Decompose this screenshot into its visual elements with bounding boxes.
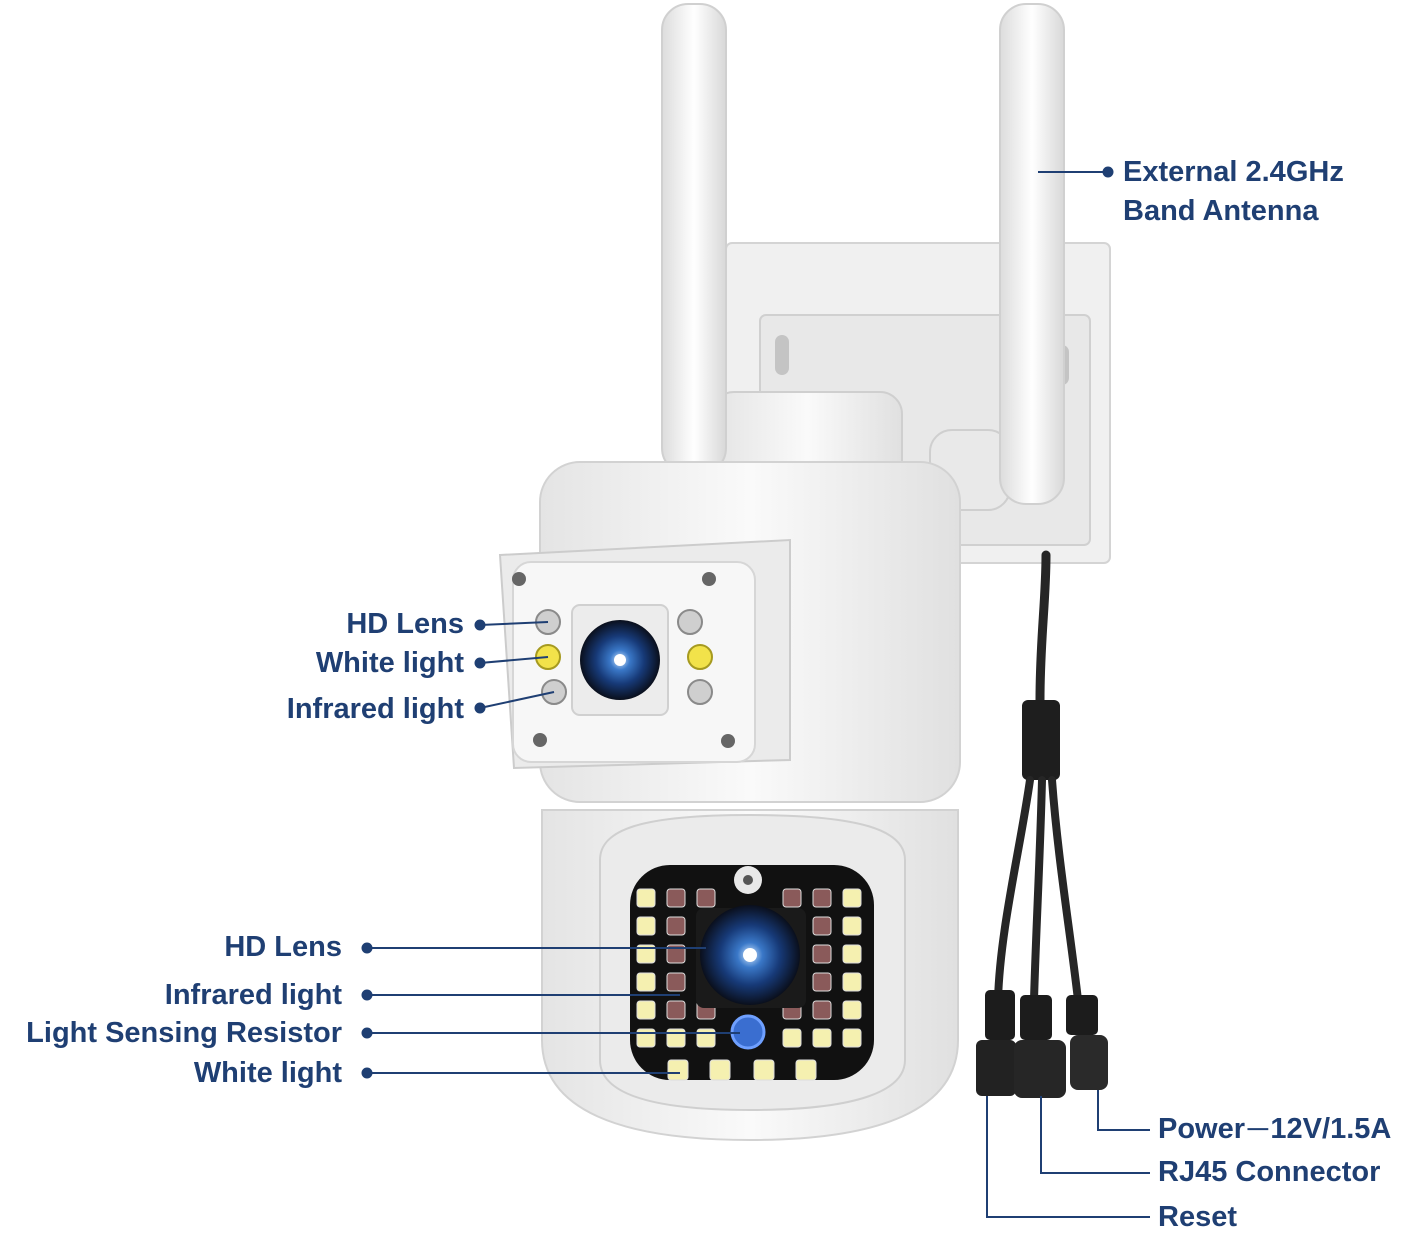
- white-led: [636, 916, 656, 936]
- label-rj45-connector: RJ45 Connector: [1158, 1156, 1381, 1188]
- white-led: [842, 944, 862, 964]
- white-led: [842, 972, 862, 992]
- white-led: [636, 888, 656, 908]
- label-bottom-infrared-light: Infrared light: [164, 979, 342, 1011]
- white-led: [842, 888, 862, 908]
- infrared-led: [812, 888, 832, 908]
- label-bottom-white-light: White light: [193, 1057, 342, 1089]
- white-led: [842, 1028, 862, 1048]
- white-led: [753, 1059, 775, 1081]
- infrared-led: [666, 916, 686, 936]
- white-led: [696, 1028, 716, 1048]
- label-reset: Reset: [1158, 1201, 1237, 1233]
- white-led: [636, 972, 656, 992]
- white-led: [842, 1000, 862, 1020]
- label-antenna-line2: Band Antenna: [1123, 195, 1319, 227]
- white-led: [782, 1028, 802, 1048]
- label-power: Power ─ 12V/1.5A: [1158, 1113, 1392, 1145]
- top-camera-module: [498, 538, 791, 770]
- white-led: [636, 1028, 656, 1048]
- power-plug: [1066, 995, 1108, 1090]
- infrared-led: [812, 1000, 832, 1020]
- leader-lines: [361, 166, 1150, 1218]
- infrared-led: [812, 972, 832, 992]
- label-antenna-line1: External 2.4GHz: [1123, 156, 1344, 188]
- label-top-hd-lens: HD Lens: [346, 608, 464, 640]
- white-led: [795, 1059, 817, 1081]
- reset-plug: [976, 990, 1016, 1096]
- white-led: [666, 1028, 686, 1048]
- infrared-led: [812, 944, 832, 964]
- white-led: [667, 1059, 689, 1081]
- label-light-sensing-resistor: Light Sensing Resistor: [26, 1017, 342, 1049]
- infrared-led: [782, 888, 802, 908]
- infrared-led: [696, 888, 716, 908]
- label-bottom-hd-lens: HD Lens: [224, 931, 342, 963]
- antenna-left: [661, 3, 727, 475]
- antenna-right: [999, 3, 1065, 505]
- bottom-camera-module: [696, 866, 806, 1050]
- infrared-led: [812, 916, 832, 936]
- white-led: [709, 1059, 731, 1081]
- cable-harness: [994, 550, 1082, 1004]
- white-led: [636, 944, 656, 964]
- white-led: [842, 916, 862, 936]
- infrared-led: [666, 944, 686, 964]
- label-top-infrared-light: Infrared light: [286, 693, 464, 725]
- infrared-led: [666, 888, 686, 908]
- white-led: [636, 1000, 656, 1020]
- white-led: [812, 1028, 832, 1048]
- infrared-led: [666, 1000, 686, 1020]
- rj45-plug: [1014, 995, 1066, 1098]
- infrared-led: [666, 972, 686, 992]
- label-top-white-light: White light: [315, 647, 464, 679]
